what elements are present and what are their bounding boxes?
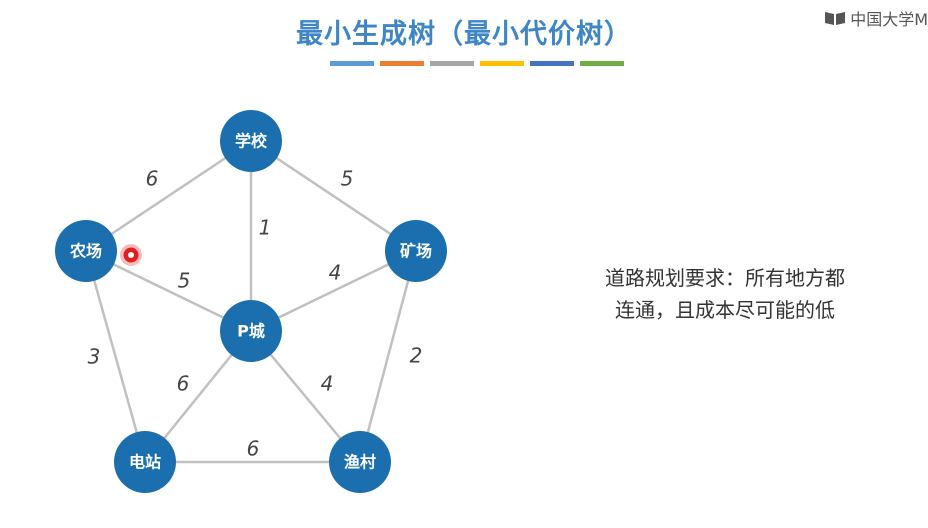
color-bar-segment (480, 61, 524, 66)
edge-weight-school-pcity: 1 (259, 216, 272, 240)
edge-weight-farm-station: 3 (88, 345, 101, 369)
requirement-line: 道路规划要求：所有地方都 (605, 266, 845, 290)
watermark-text: 中国大学M (850, 10, 928, 29)
node-circle (220, 300, 282, 362)
color-bar-segment (330, 61, 374, 66)
edge-weight-station-village: 6 (247, 437, 260, 461)
node-school: 学校 (220, 110, 282, 172)
watermark: 中国大学M (824, 6, 928, 30)
edge-mine-village (358, 250, 418, 463)
node-circle (329, 431, 391, 493)
edge-weight-mine-village: 2 (410, 344, 423, 368)
edge-school-mine (250, 139, 417, 253)
node-label: 农场 (69, 242, 102, 261)
edge-weight-school-mine: 5 (341, 167, 354, 191)
node-pcity: P城 (220, 300, 282, 362)
requirement-line: 连通，且成本尽可能的低 (615, 298, 835, 322)
pointer-cursor-icon (120, 244, 142, 266)
edge-farm-station (84, 250, 147, 463)
slide-title: 最小生成树（最小代价树） (296, 19, 632, 50)
edge-weight-mine-pcity: 4 (329, 261, 342, 285)
node-circle (220, 110, 282, 172)
node-label: 渔村 (344, 453, 376, 472)
edge-weight-pcity-station: 6 (177, 372, 190, 396)
color-bar-segment (430, 61, 474, 66)
node-circle (55, 220, 117, 282)
edge-weight-pcity-village: 4 (321, 372, 334, 396)
edge-weights-layer: 6 5 1 5 4 3 2 6 4 6 (88, 167, 423, 461)
book-icon (825, 12, 846, 25)
edge-weight-farm-pcity: 5 (178, 269, 191, 293)
color-bar-segment (580, 61, 624, 66)
edge-school-farm (85, 139, 252, 253)
node-label: 电站 (129, 453, 161, 472)
node-village: 渔村 (329, 431, 391, 493)
edge-weight-school-farm: 6 (146, 167, 159, 191)
node-label: 矿场 (400, 242, 432, 261)
node-station: 电站 (114, 431, 176, 493)
node-circle (385, 220, 447, 282)
color-bar-segment (530, 61, 574, 66)
node-circle (114, 431, 176, 493)
node-label: P城 (237, 322, 265, 341)
node-farm: 农场 (55, 220, 117, 282)
node-mine: 矿场 (385, 220, 447, 282)
requirement-text: 道路规划要求：所有地方都 连通，且成本尽可能的低 (560, 262, 890, 326)
node-label: 学校 (235, 132, 268, 151)
title-color-bar (330, 61, 624, 66)
color-bar-segment (380, 61, 424, 66)
